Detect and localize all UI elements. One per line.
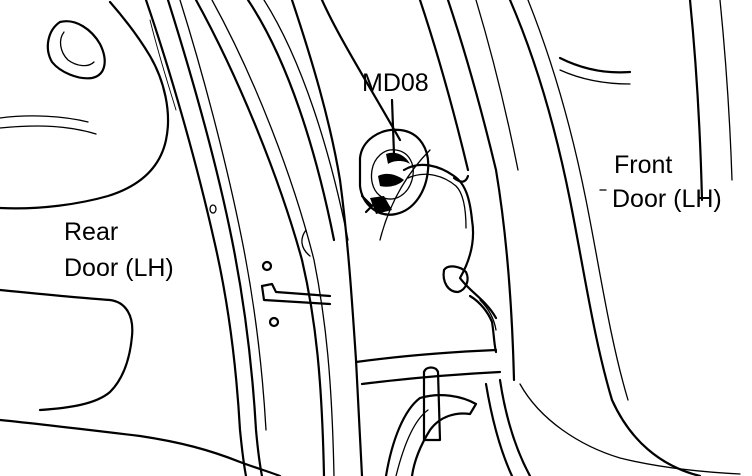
front-door-label-line2: Door (LH)	[612, 185, 722, 213]
rear-door-edge	[144, 0, 267, 476]
b-pillar	[290, 0, 532, 476]
door-opening-left	[194, 0, 349, 476]
connector-md08	[358, 98, 430, 216]
connector-label: MD08	[362, 69, 429, 97]
rear-door-handle-recess	[46, 20, 106, 80]
door-striker	[260, 260, 332, 328]
rear-door-trim-panel	[0, 0, 282, 476]
rear-door-label-line2: Door (LH)	[64, 254, 174, 282]
rear-door-label-line1: Rear	[64, 218, 119, 246]
seat-belt-anchor	[384, 366, 478, 476]
front-door-label-line1: Front	[614, 151, 673, 179]
wiring-harness	[402, 163, 498, 354]
front-door-edge	[508, 0, 741, 476]
